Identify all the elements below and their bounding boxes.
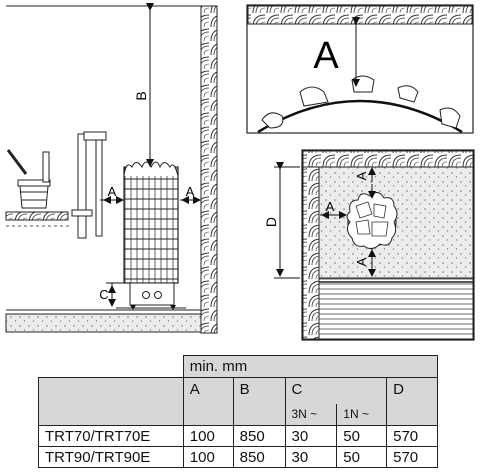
unit-header: min. mm bbox=[182, 355, 439, 378]
row-c1n: 50 bbox=[336, 446, 388, 468]
row-c3n: 30 bbox=[284, 425, 338, 447]
col-c: C bbox=[284, 377, 388, 404]
col-c-1n: 1N ~ bbox=[336, 403, 388, 426]
row-a: 100 bbox=[182, 446, 234, 468]
row-a: 100 bbox=[182, 425, 234, 447]
row-b: 850 bbox=[232, 446, 286, 468]
col-d: D bbox=[386, 377, 438, 426]
table-row: TRT70/TRT70E 100 850 30 50 570 bbox=[38, 425, 438, 447]
dim-a-label-side: A bbox=[326, 199, 335, 214]
row-b: 850 bbox=[232, 425, 286, 447]
col-c-3n: 3N ~ bbox=[284, 403, 338, 426]
row-d: 570 bbox=[386, 446, 438, 468]
row-c1n: 50 bbox=[336, 425, 388, 447]
dim-a-label-left: A bbox=[108, 184, 117, 199]
dim-a-label-top: A bbox=[354, 171, 369, 180]
dim-d-label: D bbox=[263, 217, 279, 227]
col-a: A bbox=[182, 377, 234, 426]
row-c3n: 30 bbox=[284, 446, 338, 468]
row-model: TRT90/TRT90E bbox=[38, 446, 184, 468]
top-view: A A A D bbox=[263, 149, 475, 341]
col-b: B bbox=[232, 377, 286, 426]
dim-a-label-right: A bbox=[186, 184, 195, 199]
table-row: TRT90/TRT90E 100 850 30 50 570 bbox=[38, 446, 438, 468]
side-view: B A A C bbox=[5, 3, 218, 334]
dim-a-label-ceiling: A bbox=[313, 35, 339, 77]
dim-c-label: C bbox=[99, 287, 108, 302]
clearance-table: min. mm A B C D 3N ~ 1N ~ TRT70/TRT70E 1… bbox=[38, 355, 439, 468]
dim-a-label-bottom: A bbox=[354, 257, 369, 266]
ceiling-detail: A bbox=[246, 4, 474, 134]
row-d: 570 bbox=[386, 425, 438, 447]
row-model: TRT70/TRT70E bbox=[38, 425, 184, 447]
dim-b-label: B bbox=[133, 91, 149, 100]
